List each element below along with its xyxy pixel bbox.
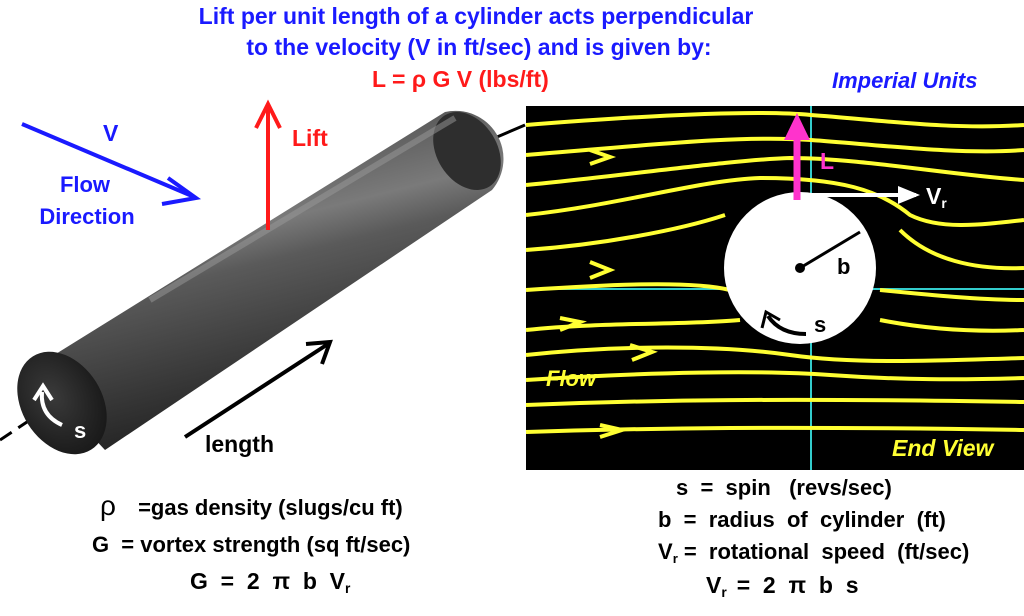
header-line-1: Lift per unit length of a cylinder acts … (198, 3, 754, 29)
header-line-2: to the velocity (V in ft/sec) and is giv… (246, 34, 712, 60)
formula-vortex-strength: G = 2 π b Vr (190, 568, 351, 596)
definition-vortex-strength: G = vortex strength (sq ft/sec) (92, 532, 411, 557)
flow-direction-label-2: Direction (39, 204, 135, 229)
end-view-vr-label: Vr (926, 183, 947, 211)
cylinder-axis-line (0, 398, 61, 442)
cylinder-end-face (17, 351, 107, 455)
length-label: length (205, 431, 274, 457)
end-view-spin-label: s (814, 312, 827, 337)
formula-rotational-speed: Vr= 2 π b s (706, 572, 859, 600)
spin-arrow-left (39, 391, 63, 427)
streamlines (525, 111, 1024, 434)
end-view-title: End View (892, 435, 994, 461)
flow-velocity-arrow (21, 122, 193, 198)
end-view-flow-label: Flow (546, 366, 597, 391)
end-view-panel (525, 106, 1024, 470)
cylinder-3d (17, 110, 504, 455)
spin-arrow-end-view (766, 314, 807, 336)
definition-rho: ρ =gas density (slugs/cu ft) (100, 490, 403, 521)
definition-spin: s = spin (revs/sec) (676, 475, 892, 500)
end-view-radius-label: b (837, 254, 851, 279)
lift-formula: L = ρ G V (lbs/ft) (372, 66, 549, 92)
spin-label-left: s (74, 418, 87, 443)
length-arrow (183, 342, 330, 439)
definition-rotational-speed: Vr= rotational speed (ft/sec) (658, 539, 970, 566)
flow-direction-label-1: Flow (59, 172, 111, 197)
end-view-lift-label: L (820, 148, 835, 174)
definition-radius: b = radius of cylinder (ft) (658, 507, 946, 532)
velocity-label: V (103, 120, 119, 146)
lift-label: Lift (292, 125, 328, 151)
units-label: Imperial Units (832, 68, 978, 93)
radius-line (799, 230, 861, 270)
